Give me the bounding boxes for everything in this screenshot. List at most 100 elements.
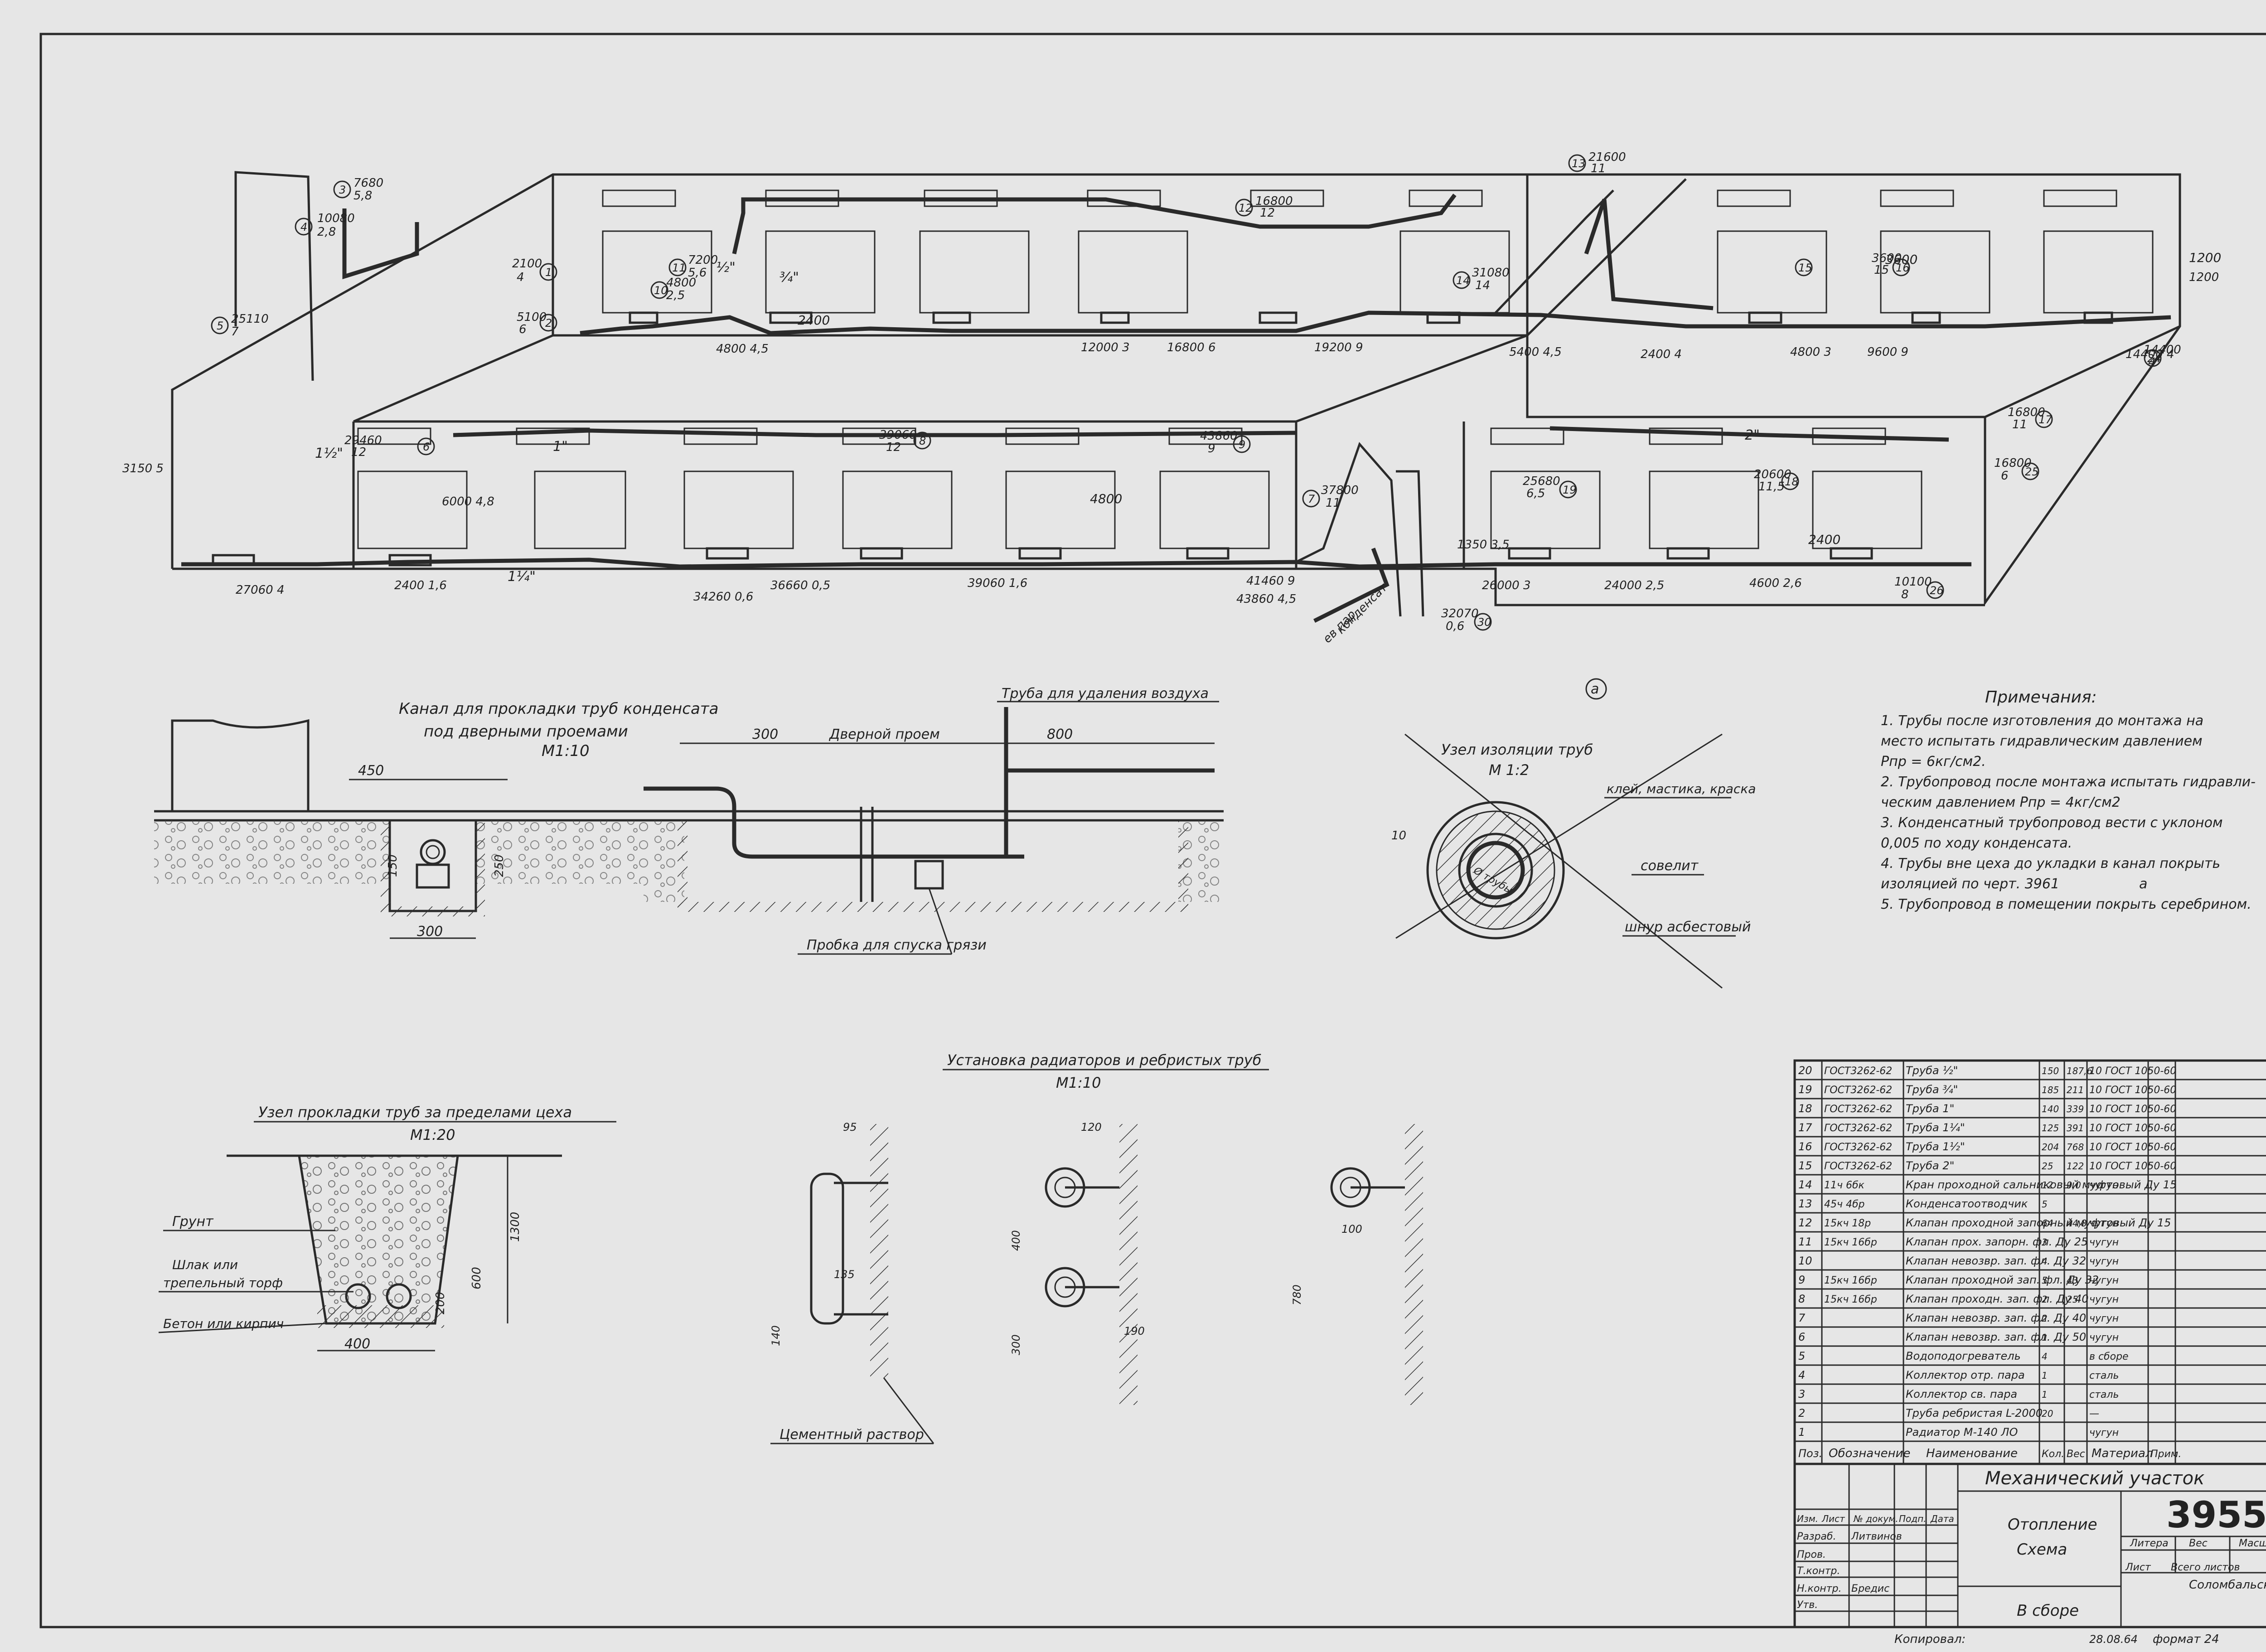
spec-cell-qty: 140 [2042,1104,2059,1114]
windows-lower [357,427,1922,549]
callout-len: 43860 [1200,429,1238,443]
callout-len: 10100 [1894,575,1932,589]
detail1-subtitle: под дверными проемами [424,722,628,741]
note-line: 3. Конденсатный трубопровод вести с укло… [1881,815,2223,831]
spec-cell-des: 45ч 4бр [1824,1199,1865,1210]
spec-cell-wt: 43 [2067,1275,2078,1286]
spec-cell-des: ГОСТ3262-62 [1824,1142,1892,1153]
callout-val: 15 [1874,263,1889,277]
spec-cell-qty: 4 [2042,1256,2048,1267]
callout-bubbles [211,154,2162,631]
note-line: место испытать гидравлическим давлением [1881,733,2203,749]
wing-diagonal [353,334,553,423]
callout-val: 11 [1591,162,1606,175]
tb-weight: Вес [2189,1538,2208,1549]
spec-cell-qty: 3 [2042,1237,2048,1248]
detail-trench: Узел прокладки труб за пределами цеха М1… [158,1104,616,1352]
callout-len: 20600 [1754,468,1791,481]
spec-cell-pos: 15 [1798,1159,1812,1172]
note-line: изоляцией по черт. 3961 [1881,876,2059,892]
radiator-length: 2400 [798,313,830,328]
spec-header: Поз. Обозначение Наименование Кол. Вес М… [1798,1447,2181,1460]
callout-val: 2,8 [317,225,336,239]
dim-label: 41460 9 [1246,574,1295,588]
spec-cell-pos: 10 [1798,1255,1812,1267]
note-line: 0,005 по ходу конденсата. [1881,835,2072,851]
tb-col: № докум. [1853,1513,1898,1524]
callout-len: 25110 [231,312,269,326]
spec-cell-pos: 6 [1798,1331,1805,1343]
spec-cell-pos: 16 [1798,1140,1812,1153]
callout-no: 8 [919,435,926,447]
callout-len: 10080 [317,212,355,225]
spec-cell-name: Конденсатоотводчик [1906,1197,2028,1210]
pipe-size-label: ½" [716,260,736,276]
spec-cell-qty: 1 [2042,1332,2048,1343]
detail4-title: Узел прокладки труб за пределами цеха [258,1104,572,1121]
callout-len: 4800 [666,276,696,290]
spec-cell-mat: 10 ГОСТ 1050-60 [2089,1085,2176,1096]
callout-no: 5 [217,320,223,332]
spec-cell-mat: чугун [2089,1275,2119,1286]
detail-door-passage: Труба для удаления воздуха Дверной проем… [644,686,1224,955]
spec-cell-mat: чугун [2089,1237,2119,1248]
spec-cell-mat: 10 ГОСТ 1050-60 [2089,1066,2176,1077]
spec-cell-wt: 211 [2067,1085,2084,1095]
spec-cell-wt: 339 [2067,1104,2084,1114]
callout-no: 17 [2038,413,2053,426]
detail5-scale: М1:10 [1056,1074,1101,1091]
radiator-length: 2400 [1808,532,1840,547]
dim-300: 300 [1010,1334,1022,1355]
spec-cell-mat: сталь [2089,1370,2119,1381]
spec-cell-name: Труба 1" [1906,1102,1955,1115]
detail-condensate-channel: Канал для прокладки труб конденсата под … [154,700,718,940]
dim-label: 36660 0,5 [770,579,830,592]
detail3-scale: М 1:2 [1489,761,1529,779]
callout-no: 18 [1785,475,1799,488]
spec-cell-pos: 4 [1798,1369,1805,1381]
tb-date: 28.08.64 [2089,1633,2138,1646]
spec-cell-name: Радиатор М-140 ЛО [1906,1426,2018,1439]
spec-cell-mat: чугун [2089,1294,2119,1305]
tb-format: формат 24 [2153,1633,2219,1646]
dim-label: 14400 4 [2126,348,2174,361]
callout-no: 25 [2025,465,2039,478]
notes-heading: Примечания: [1985,688,2097,707]
dim-780: 780 [1291,1284,1303,1305]
spec-cell-qty: 1 [2042,1370,2048,1381]
callout-no: 2 [545,317,552,329]
dim-label: 12000 3 [1081,341,1130,354]
spec-cell-name: Клапан проходн. зап. фл. Ду 40 [1906,1293,2089,1305]
spec-cell-name: Клапан проходной запорный муфтовый Ду 15 [1906,1216,2171,1229]
callout-val: 4 [2148,356,2156,369]
dim-label: 24000 2,5 [1604,579,1664,592]
spec-cell-qty: 185 [2042,1085,2059,1095]
detail4-scale: М1:20 [410,1126,455,1143]
right-block [1526,325,2181,418]
isometric-scheme [171,154,2181,631]
callout-no: 4 [300,221,307,233]
spec-cell-pos: 1 [1798,1426,1805,1439]
spec-cell-qty: 20 [2042,1408,2053,1419]
spec-cell-des: ГОСТ3262-62 [1824,1066,1892,1077]
spec-cell-name: Клапан невозвр. зап. фл. Ду 50 [1906,1331,2086,1343]
tb-scale: Масштаб [2239,1538,2266,1549]
callout-len: 7680 [353,176,383,190]
spec-cell-des: 15кч 16бр [1824,1294,1877,1305]
spec-cell-qty: 64 [2042,1218,2053,1229]
spec-cell-pos: 3 [1798,1388,1805,1400]
spec-cell-qty: 1 [2042,1389,2048,1400]
callout-val: 2,5 [666,289,685,302]
vent-label: Труба для удаления воздуха [1002,686,1209,702]
spec-h-mat: Материал [2092,1447,2153,1460]
spec-cell-pos: 12 [1798,1216,1812,1229]
tb-kind: Схема [2017,1541,2067,1559]
spec-cell-mat: в сборе [2089,1351,2129,1362]
spec-cell-wt: 187,6 [2067,1066,2092,1076]
insulation-dim: 10 [1391,829,1406,843]
spec-cell-pos: 8 [1798,1293,1805,1305]
tb-col: Дата [1930,1513,1954,1524]
insulation-label-sovelit: совелит [1641,858,1699,874]
callout-val: 5,6 [688,266,707,280]
